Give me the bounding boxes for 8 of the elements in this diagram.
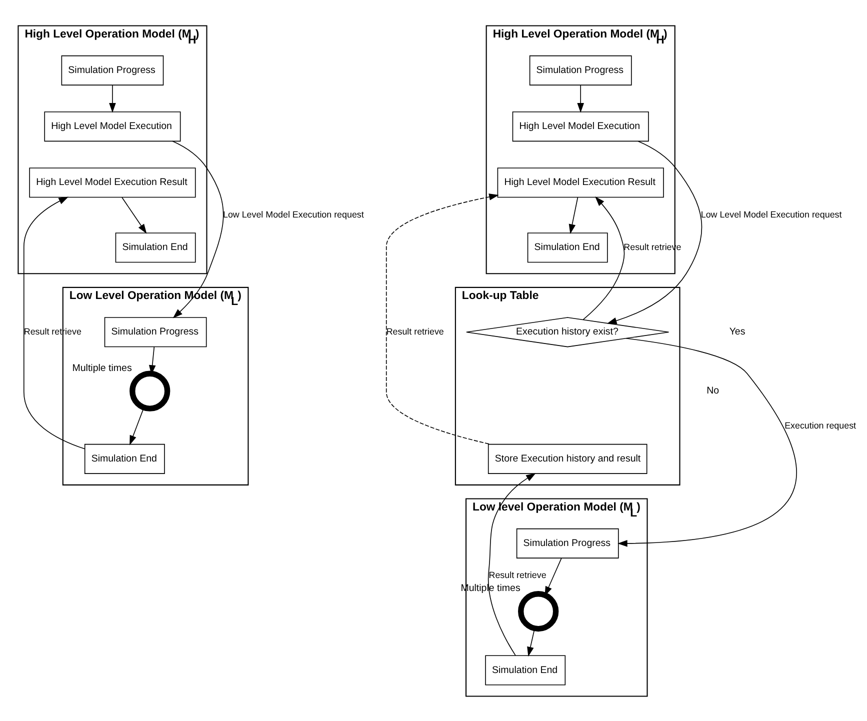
edge-label: Result retrieve [488, 570, 546, 580]
edge-label: Execution request [784, 420, 856, 430]
label: Yes [729, 326, 746, 338]
node-label: Multiple times [72, 362, 132, 374]
edge-label: Low Level Model Execution request [223, 208, 364, 219]
label: No [706, 385, 720, 396]
edge-label: Low Level Model Execution request [700, 208, 842, 219]
edge-label: Result retrieve [386, 326, 444, 336]
